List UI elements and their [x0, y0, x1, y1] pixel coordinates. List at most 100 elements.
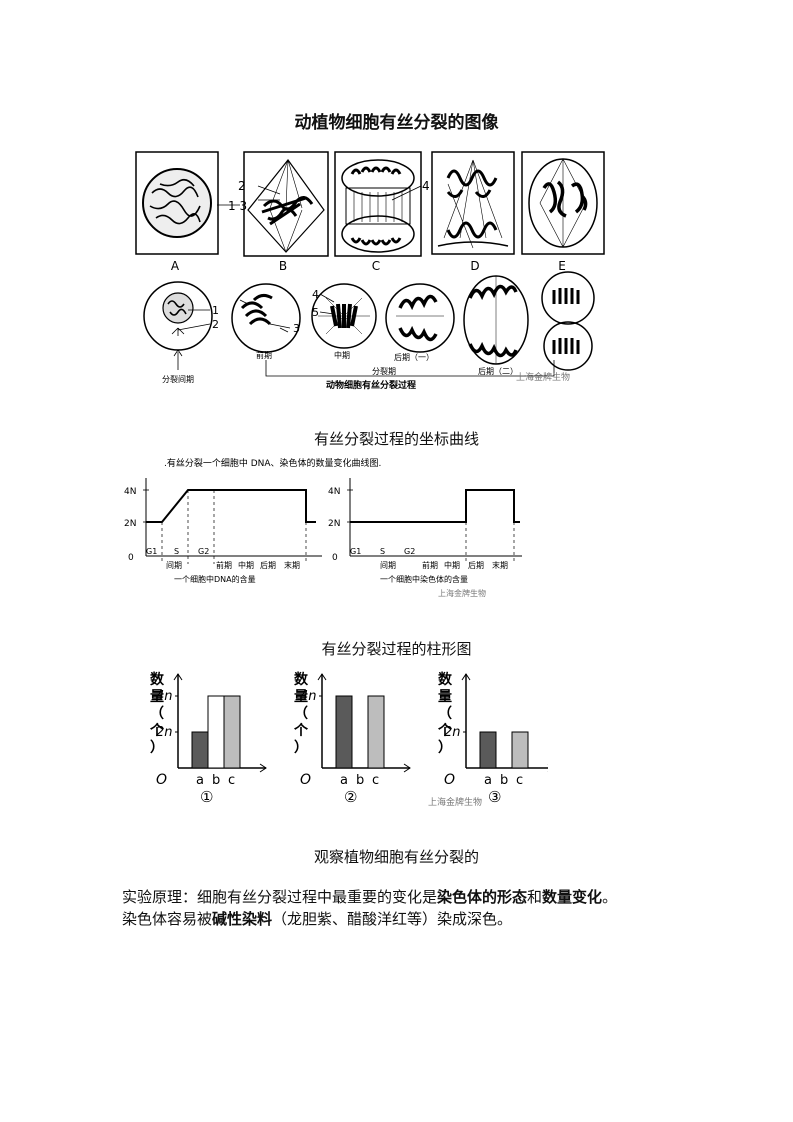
label-anaphase-2: 后期（二）	[478, 366, 518, 376]
bar-chart-1-origin: O	[156, 772, 167, 788]
watermark-1: 上海金牌生物	[516, 371, 570, 383]
bar-chart-1-title: ①	[200, 788, 213, 806]
right-interphase: 间期	[380, 561, 396, 570]
bar-chart-3-origin: O	[444, 772, 455, 788]
bar-chart-3-bar-c	[511, 731, 529, 769]
bar-chart-1-ylabel-char: 量	[150, 689, 164, 705]
right-ytick-2n: 2N	[328, 519, 340, 529]
animal-callout-2: 2	[212, 318, 219, 331]
bar-chart-1-ylabel-char: （	[150, 706, 164, 722]
bar-chart-3-xtick-c: c	[516, 773, 523, 788]
label-mitotic-phase: 分裂期	[372, 366, 396, 376]
left-phase-ana: 后期	[260, 560, 276, 570]
curve-caption-top: .有丝分裂一个细胞中 DNA、染色体的数量变化曲线图.	[164, 457, 381, 469]
bar-chart-1-bar-b	[207, 695, 225, 769]
left-ytick-0: 0	[128, 553, 134, 563]
animal-cell-anaphase-1	[385, 283, 455, 353]
chromosome-curve	[350, 489, 520, 523]
label-interphase: 分裂间期	[162, 374, 194, 384]
bar-chart-1-ylabel-char: 数	[150, 671, 165, 688]
label-b: B	[279, 259, 287, 273]
line1-mid: 和	[527, 888, 543, 906]
bar-chart-3-bar-a	[479, 731, 497, 769]
right-phase-g1: G1	[350, 547, 361, 556]
bar-chart-2-xtick-a: a	[340, 773, 348, 788]
right-ytick-0: 0	[332, 553, 338, 563]
left-phase-telo: 末期	[284, 560, 300, 570]
bar-chart-3-ylabel-char: ）	[438, 740, 452, 756]
animal-cell-telophase	[541, 271, 595, 371]
animal-cell-metaphase	[311, 283, 377, 349]
label-a: A	[171, 259, 180, 273]
line1-suffix: 。	[602, 888, 618, 906]
bar-chart-3-xtick-a: a	[484, 773, 492, 788]
plant-cell-c-telophase	[341, 159, 415, 253]
watermark-3: 上海金牌生物	[428, 796, 482, 808]
right-phase-ana: 后期	[468, 560, 484, 570]
line1-bold-count: 数量变化	[542, 888, 603, 906]
label-anaphase-1: 后期（一）	[394, 352, 434, 362]
bar-chart-1-y-arrow	[173, 673, 183, 681]
plant-cell-e-metaphase	[528, 158, 598, 248]
right-curve-caption: 一个细胞中染色体的含量	[380, 574, 468, 584]
bar-chart-2-origin: O	[300, 772, 311, 788]
line2-bold-dye: 碱性染料	[212, 910, 273, 928]
animal-callout-1: 1	[212, 304, 219, 317]
left-ytick-4n: 4N	[124, 487, 136, 497]
section-curve-title: 有丝分裂过程的坐标曲线	[313, 430, 479, 448]
bar-chart-2-xtick-b: b	[356, 773, 364, 788]
animal-cell-prophase	[231, 283, 301, 353]
watermark-2: 上海金牌生物	[438, 588, 486, 598]
line2-prefix: 染色体容易被	[122, 910, 213, 928]
animal-cell-anaphase-2	[463, 275, 529, 365]
callout-4: 4	[422, 179, 430, 193]
bar-chart-3-y-arrow	[461, 673, 471, 681]
left-phase-s: S	[174, 547, 179, 556]
line2-suffix: （龙胆紫、醋酸洋红等）染成深色。	[272, 910, 513, 928]
plant-cell-c-frame	[334, 151, 422, 257]
left-phase-g2: G2	[198, 547, 209, 556]
bar-chart-3-title: ③	[488, 788, 501, 806]
bar-chart-3-ylabel-char: 量	[438, 689, 452, 705]
bar-chart-1-ylabel-char: 个	[149, 722, 165, 739]
left-curve-caption: 一个细胞中DNA的含量	[174, 574, 256, 584]
bar-chart-1-bar-c	[223, 695, 241, 769]
bar-chart-2-ylabel-char: 数	[294, 671, 309, 688]
bar-chart-2-ytick: 4n	[300, 689, 317, 704]
plant-cell-d-frame	[431, 151, 515, 255]
left-interphase: 间期	[166, 561, 182, 570]
label-d: D	[470, 259, 479, 273]
cell-division-figure: 2 1 3 4 A B C D E	[135, 151, 605, 391]
bar-chart-3-ylabel-char: 个	[437, 722, 453, 739]
bar-chart-1-xtick-a: a	[196, 773, 204, 788]
plant-cell-a-frame	[135, 151, 219, 255]
section-bar-title: 有丝分裂过程的柱形图	[321, 640, 472, 658]
left-phase-pro: 前期	[216, 560, 232, 570]
curve-figure: .有丝分裂一个细胞中 DNA、染色体的数量变化曲线图. 4N 2N 0 4N 2…	[124, 457, 522, 598]
plant-cell-b-spindle	[247, 159, 325, 253]
bar-chart-2-ylabel-char: ）	[294, 740, 308, 756]
animal-caption: 动物细胞有丝分裂过程	[326, 379, 416, 391]
animal-callout-4: 4	[312, 288, 319, 301]
bar-chart-2-ylabel-char: 个	[293, 722, 309, 739]
bar-chart-2-title: ②	[344, 788, 357, 806]
left-phase-g1: G1	[146, 547, 157, 556]
bar-chart-2-ylabel-char: （	[294, 706, 308, 722]
bar-chart-2-xtick-c: c	[372, 773, 379, 788]
plant-cell-e-frame	[521, 151, 605, 255]
bar-chart-1-xtick-c: c	[228, 773, 235, 788]
left-ytick-2n: 2N	[124, 519, 136, 529]
principle-paragraph: 实验原理：细胞有丝分裂过程中最重要的变化是染色体的形态和数量变化。 染色体容易被…	[122, 886, 682, 930]
right-phase-pro: 前期	[422, 560, 438, 570]
animal-cell-interphase	[143, 281, 213, 351]
principle-line-1: 实验原理：细胞有丝分裂过程中最重要的变化是染色体的形态和数量变化。	[122, 886, 682, 908]
page-title: 动植物细胞有丝分裂的图像	[294, 113, 499, 133]
section-observe-title: 观察植物细胞有丝分裂的	[313, 848, 479, 866]
animal-callout-5: 5	[312, 306, 319, 319]
bar-chart-2-bar-c	[367, 695, 385, 769]
right-phase-g2: G2	[404, 547, 415, 556]
bar-chart-2-y-arrow	[317, 673, 327, 681]
bar-chart-2-ylabel-char: 量	[294, 689, 308, 705]
bar-chart-1-bar-a	[191, 731, 209, 769]
